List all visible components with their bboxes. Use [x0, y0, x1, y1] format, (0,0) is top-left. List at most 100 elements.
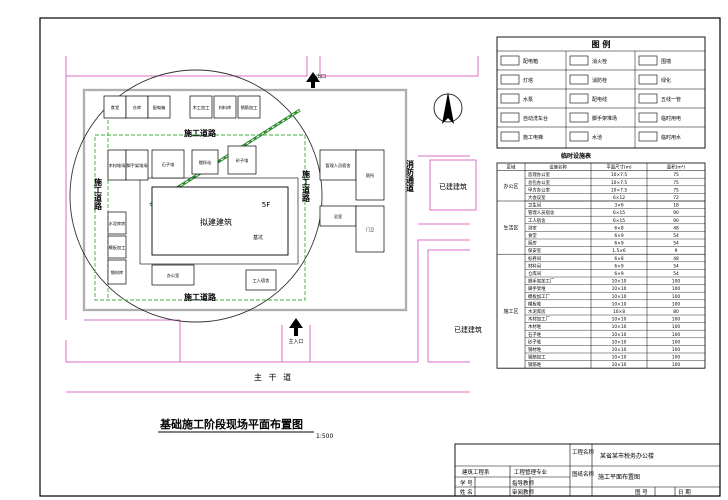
- facility-label: 浴室: [334, 213, 342, 220]
- svg-text:6×8: 6×8: [614, 256, 623, 262]
- student-no-label: 学 号: [460, 479, 473, 487]
- legend-item: 水池: [569, 131, 602, 142]
- legend-item: 临时用电: [638, 112, 681, 123]
- svg-text:10×7.5: 10×7.5: [611, 180, 627, 186]
- pit-note: 基坑: [253, 234, 263, 241]
- svg-text:石子堆: 石子堆: [528, 331, 542, 338]
- legend-symbol-icon: [638, 55, 658, 66]
- facility-label: 厕所: [366, 172, 374, 179]
- svg-text:10×10: 10×10: [612, 339, 627, 345]
- svg-text:90: 90: [673, 210, 679, 216]
- legend-item: 脚手架堆场: [569, 112, 617, 123]
- legend-item: 自动洗车台: [500, 112, 548, 123]
- svg-text:100: 100: [672, 286, 681, 292]
- svg-text:90: 90: [673, 218, 679, 224]
- svg-text:脚手架堆: 脚手架堆: [528, 285, 546, 292]
- svg-text:75: 75: [673, 180, 679, 186]
- svg-text:钢筋堆: 钢筋堆: [528, 361, 542, 368]
- project-value: 某省某市税务办公楼: [600, 452, 654, 460]
- legend-symbol-icon: [569, 93, 589, 104]
- instructor-label: 指导教师: [512, 479, 535, 487]
- legend-symbol-icon: [569, 74, 589, 85]
- svg-text:钢材堆: 钢材堆: [528, 346, 542, 353]
- major: 工程管理专业: [514, 468, 548, 476]
- road-label-top: 施工道路: [184, 128, 217, 138]
- facility-box: 仓库: [125, 95, 149, 119]
- svg-text:6×8: 6×8: [614, 225, 623, 231]
- svg-text:10×7.5: 10×7.5: [611, 187, 627, 193]
- svg-text:出口: 出口: [316, 73, 326, 80]
- table-area-label: 生活区: [503, 225, 518, 232]
- legend-item: 围墙: [638, 55, 671, 66]
- svg-text:100: 100: [672, 279, 681, 285]
- svg-text:食堂: 食堂: [528, 232, 537, 239]
- svg-text:施工电梯: 施工电梯: [523, 134, 543, 141]
- facility-box: 浴室: [319, 205, 357, 227]
- svg-text:6×9: 6×9: [614, 263, 623, 269]
- svg-text:100: 100: [672, 324, 681, 330]
- legend-symbol-icon: [569, 55, 589, 66]
- svg-text:10×10: 10×10: [612, 317, 627, 323]
- svg-text:100: 100: [672, 339, 681, 345]
- svg-text:消防栓: 消防栓: [592, 77, 607, 84]
- svg-text:监理办公室: 监理办公室: [528, 171, 551, 178]
- building-label: 拟建建筑: [200, 217, 232, 227]
- svg-text:75: 75: [673, 172, 679, 178]
- facility-box: 钢筋加工: [237, 95, 261, 119]
- svg-text:配电箱: 配电箱: [523, 58, 538, 65]
- svg-text:100: 100: [672, 362, 681, 368]
- facility-label: 砂子堆: [236, 157, 249, 164]
- facility-box: 模板加工: [107, 235, 127, 259]
- sheet-no-label: 图 号: [635, 488, 648, 496]
- svg-text:水泥库房: 水泥库房: [528, 308, 546, 315]
- facility-table-title: 临时设施表: [561, 152, 592, 160]
- legend-symbol-icon: [638, 93, 658, 104]
- legend-item: 消防栓: [569, 74, 607, 85]
- facility-box: 石子堆: [151, 149, 185, 179]
- svg-text:100: 100: [672, 301, 681, 307]
- svg-text:6×9: 6×9: [614, 233, 623, 239]
- svg-text:材料间: 材料间: [528, 262, 541, 269]
- svg-text:80: 80: [673, 309, 679, 315]
- facility-box: 木工加工: [189, 95, 213, 119]
- svg-text:总包办公室: 总包办公室: [528, 179, 551, 186]
- svg-text:管理人员宿舍: 管理人员宿舍: [528, 209, 555, 216]
- svg-text:模板加工厂: 模板加工厂: [528, 293, 551, 300]
- svg-text:10×10: 10×10: [612, 301, 627, 307]
- legend-symbol-icon: [500, 93, 520, 104]
- svg-text:100: 100: [672, 294, 681, 300]
- facility-label: 食堂: [111, 104, 119, 111]
- facility-label: 钢材库: [111, 269, 124, 276]
- svg-text:10×10: 10×10: [612, 324, 627, 330]
- legend-item: 临时用水: [638, 131, 681, 142]
- facility-label: 钢筋加工: [241, 104, 258, 111]
- facility-box: 办公室: [151, 264, 195, 286]
- svg-text:甲方办公室: 甲方办公室: [528, 186, 551, 193]
- legend-item: 消火栓: [569, 55, 607, 66]
- facility-box: 工人宿舍: [245, 269, 277, 291]
- svg-text:72: 72: [673, 195, 679, 201]
- reviewer-label: 审阅教师: [512, 488, 535, 496]
- svg-text:木材加工厂: 木材加工厂: [528, 316, 551, 323]
- table-area-label: 办公区: [503, 183, 518, 190]
- facility-label: 仓库: [133, 104, 141, 111]
- facility-label: 工人宿舍: [253, 277, 271, 284]
- svg-text:48: 48: [673, 256, 679, 262]
- drawing-title: 基础施工阶段现场平面布置图: [159, 417, 303, 431]
- legend-symbol-icon: [638, 112, 658, 123]
- svg-text:临时用水: 临时用水: [661, 134, 681, 141]
- facility-box: 配电箱: [147, 95, 171, 119]
- facility-box: 钢材库: [107, 259, 127, 285]
- svg-text:水池: 水池: [592, 134, 602, 141]
